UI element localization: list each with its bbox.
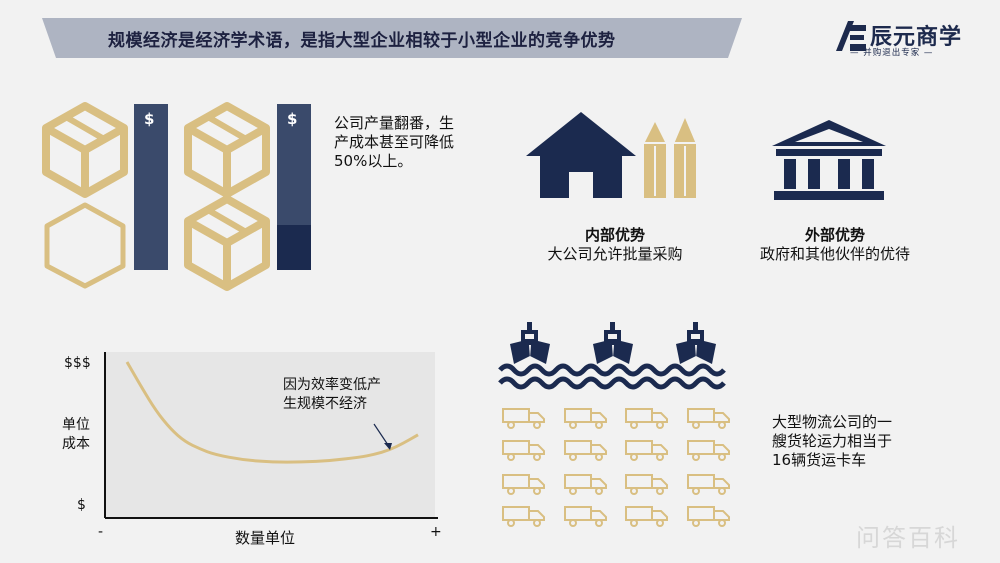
y-bottom-label: $ [77, 497, 86, 513]
logo-name: 辰元商学 [870, 25, 963, 50]
truck-icon [502, 408, 545, 429]
truck-icon [502, 440, 545, 461]
house-icon [526, 112, 696, 198]
wave-line-1 [498, 363, 726, 377]
truck-icon [625, 440, 668, 461]
chart-annotation: 因为效率变低产 生规模不经济 [283, 377, 381, 412]
box-icon [42, 102, 128, 198]
truck-icon [502, 506, 545, 527]
truck-icon [564, 506, 607, 527]
ships-group [498, 322, 726, 390]
truck-icon [687, 440, 730, 461]
truck-icon [687, 408, 730, 429]
ship-icon [510, 322, 550, 364]
cost-bar-bottom [277, 225, 311, 270]
cost-curve-line [125, 361, 419, 464]
y-axis-label: 单位 成本 [62, 417, 90, 452]
title-banner [42, 18, 742, 58]
x-min-label: - [98, 524, 104, 540]
x-max-label: + [430, 524, 442, 540]
internal-advantage: 内部优势 大公司允许批量采购 [547, 226, 683, 263]
dollar-sign: $ [287, 110, 298, 128]
bank-icon [772, 120, 886, 200]
x-axis-label: 数量单位 [235, 529, 296, 547]
ship-icon [593, 322, 633, 364]
watermark: 问答百科 [856, 524, 960, 552]
box-icon [184, 102, 270, 198]
cost-bar-full [134, 104, 168, 270]
arrow-head [384, 443, 392, 450]
logo-tagline: — 并购退出专家 — [850, 48, 934, 58]
box-icon [184, 195, 270, 291]
truck-icon [502, 474, 545, 495]
wave-line-2 [498, 376, 726, 390]
truck-icon [625, 408, 668, 429]
logo-mark-icon [836, 21, 866, 51]
truck-icon [687, 474, 730, 495]
truck-icon [625, 474, 668, 495]
y-top-label: $$$ [64, 355, 91, 371]
trucks-grid [502, 408, 730, 527]
truck-icon [564, 408, 607, 429]
truck-icon [564, 440, 607, 461]
truck-icon [625, 506, 668, 527]
truck-icon [564, 474, 607, 495]
hexagon-outline-icon [44, 202, 126, 289]
production-text: 公司产量翻番，生 产成本甚至可降低 50%以上。 [334, 114, 455, 170]
chart-area [105, 352, 435, 517]
ship-icon [676, 322, 716, 364]
external-advantage: 外部优势 政府和其他伙伴的优待 [759, 226, 910, 263]
logistics-text: 大型物流公司的一 艘货轮运力相当于 16辆货运卡车 [772, 413, 893, 469]
truck-icon [687, 506, 730, 527]
page-title: 规模经济是经济学术语，是指大型企业相较于小型企业的竞争优势 [108, 31, 616, 51]
dollar-sign: $ [144, 110, 155, 128]
cost-curve-chart [104, 352, 438, 519]
